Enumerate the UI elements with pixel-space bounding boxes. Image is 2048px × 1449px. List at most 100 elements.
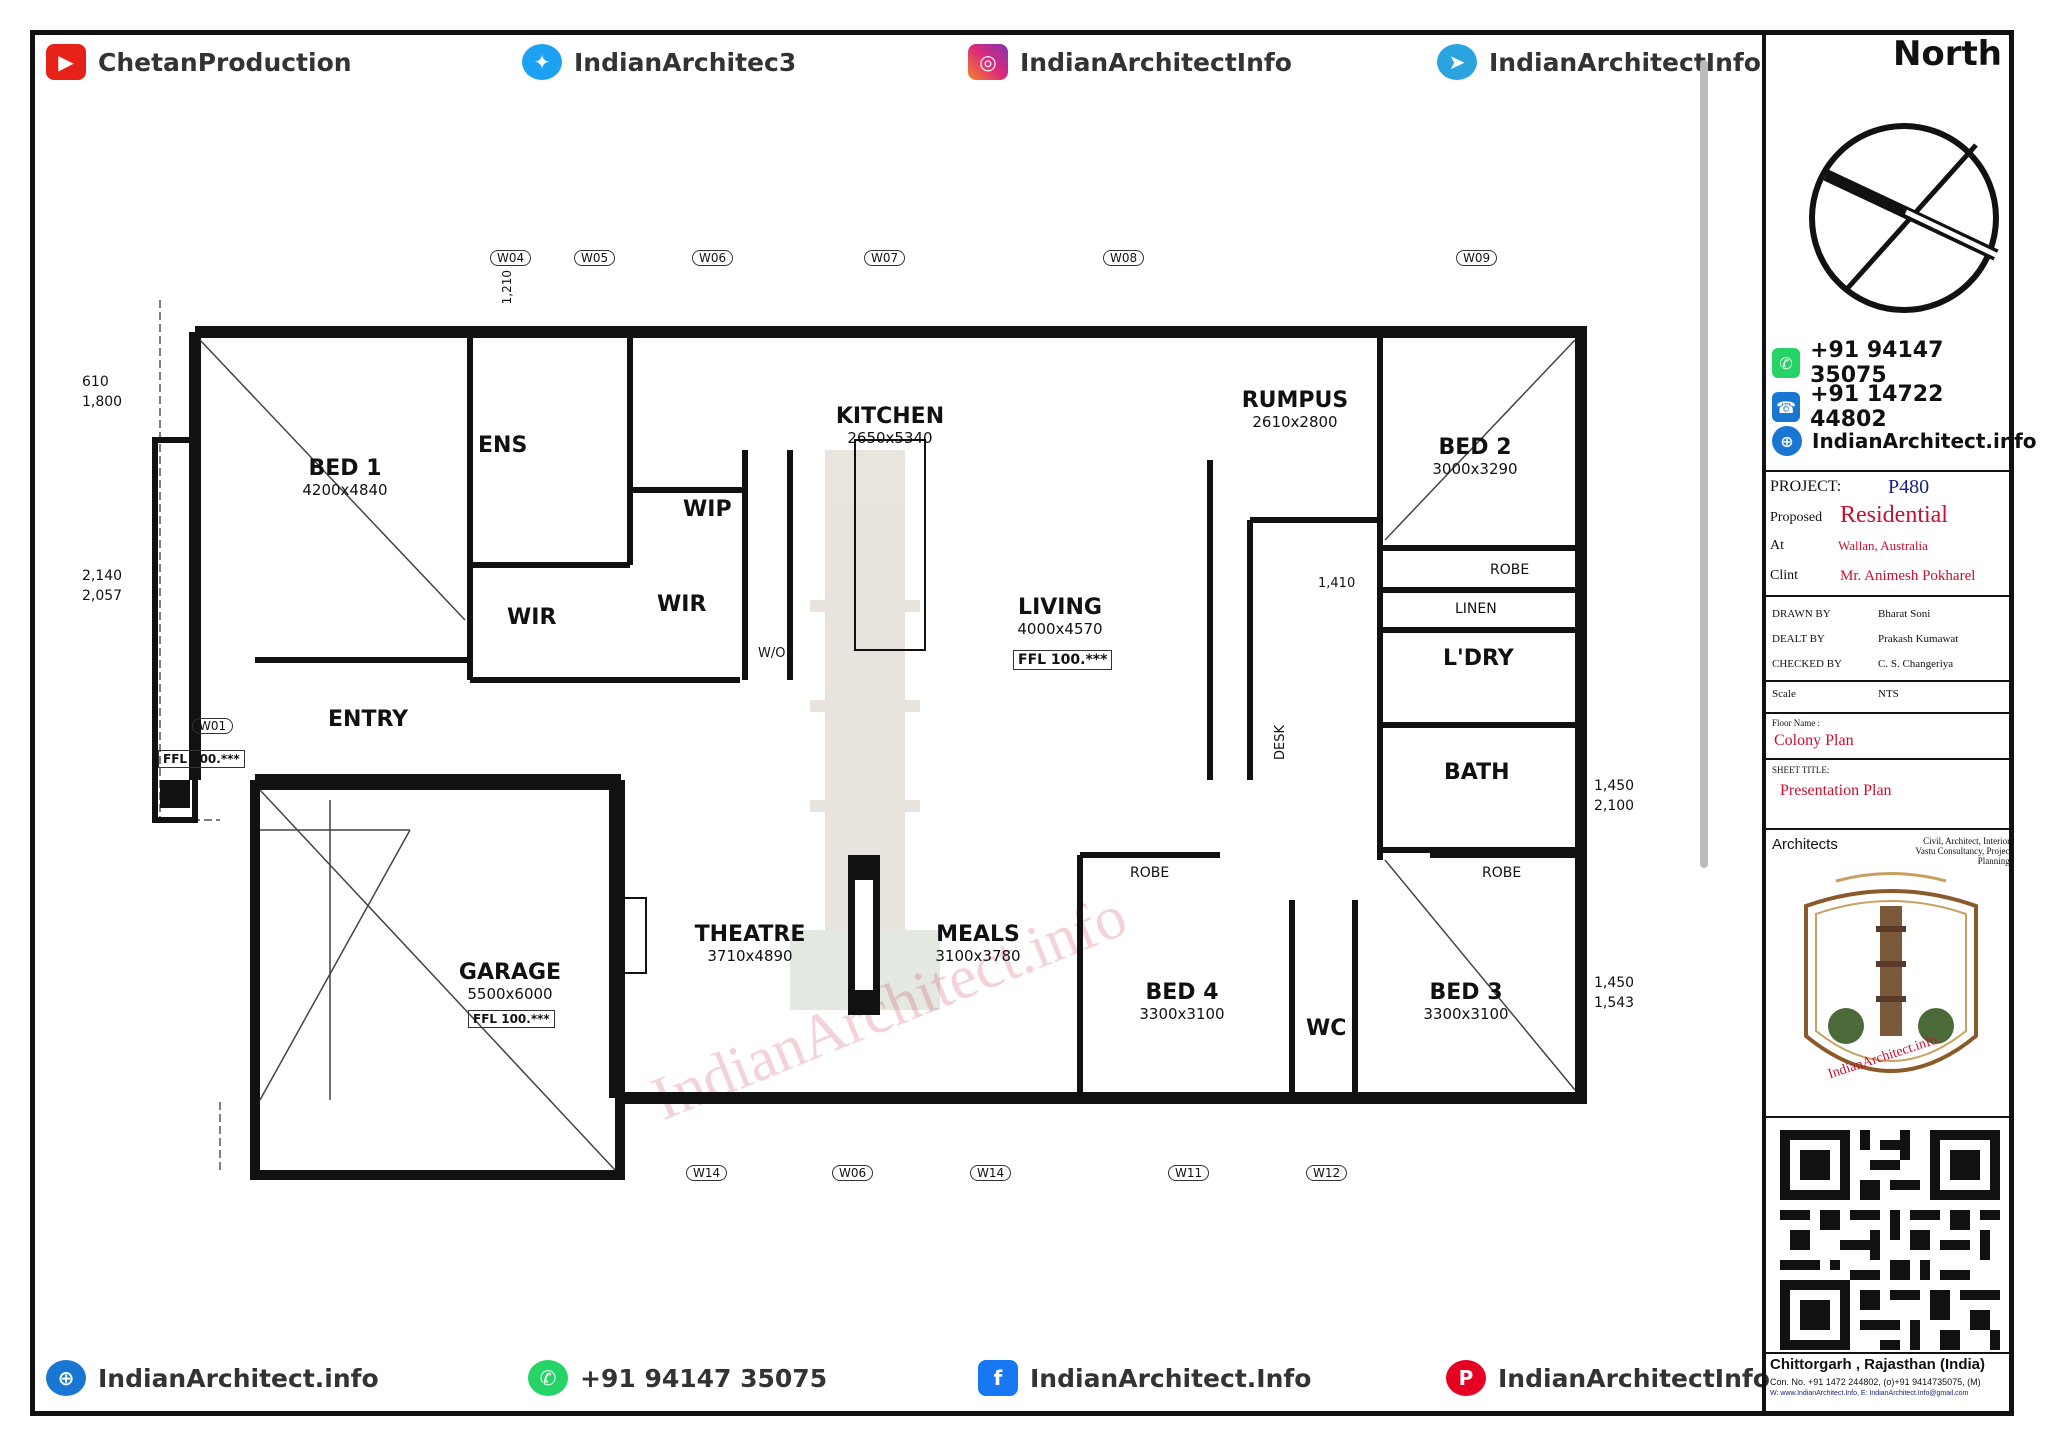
social-whatsapp[interactable]: ✆ +91 94147 35075 — [528, 1360, 827, 1396]
social-facebook[interactable]: f IndianArchitect.Info — [978, 1360, 1311, 1396]
room-wo: W/O — [758, 646, 786, 661]
inner-walls — [255, 332, 1581, 1098]
fireplace — [617, 897, 647, 974]
scale-value: NTS — [1878, 688, 1899, 700]
room-wc: WC — [1306, 1016, 1347, 1041]
scale-label: Scale — [1772, 688, 1796, 700]
window-tag: W14 — [970, 1165, 1012, 1181]
room-bed2: BED 2 3000x3290 — [1432, 435, 1518, 478]
room-robe-3: ROBE — [1482, 865, 1522, 881]
project-label: PROJECT: — [1770, 478, 1842, 495]
client-label: Clint — [1770, 568, 1799, 583]
contact-phone[interactable]: ☎ +91 14722 44802 — [1772, 382, 2014, 432]
column-block — [160, 780, 190, 808]
checked-by-label: CHECKED BY — [1772, 658, 1842, 670]
contact-numbers: Con. No. +91 1472 244802, (o)+91 9414735… — [1770, 1377, 1981, 1387]
title-block: North ✆ +91 94147 35075 ☎ +91 14722 4480… — [1762, 30, 2037, 1416]
divider — [1766, 1352, 2014, 1354]
client-value: Mr. Animesh Pokharel — [1840, 568, 1976, 584]
room-bed1: BED 1 4200x4840 — [302, 456, 388, 499]
facebook-icon: f — [978, 1360, 1018, 1396]
window-tag: W12 — [1306, 1165, 1348, 1181]
at-label: At — [1770, 538, 1784, 553]
social-twitter[interactable]: ✦ IndianArchitec3 — [522, 44, 796, 80]
telegram-icon: ➤ — [1437, 44, 1477, 80]
social-instagram[interactable]: ◎ IndianArchitectInfo — [968, 44, 1292, 80]
room-meals: MEALS 3100x3780 — [935, 922, 1021, 965]
contact-website[interactable]: ⊕ IndianArchitect.info — [1772, 426, 2037, 456]
floor-plan: IndianArchitect.info — [152, 300, 1587, 1180]
room-wip: WIP — [683, 497, 732, 522]
room-bed3: BED 3 3300x3100 — [1423, 980, 1509, 1023]
phone-icon: ☎ — [1772, 392, 1801, 422]
ffl-tag-garage: FFL 100.*** — [468, 1010, 555, 1028]
window-tag: W06 — [832, 1165, 874, 1181]
room-bed4: BED 4 3300x3100 — [1139, 980, 1225, 1023]
room-entry: ENTRY — [328, 707, 409, 732]
room-ldry: L'DRY — [1443, 646, 1514, 671]
architect-badge-logo — [1804, 872, 1978, 1073]
youtube-icon: ▶ — [46, 44, 86, 80]
window-tag: W14 — [686, 1165, 728, 1181]
ffl-tag-living: FFL 100.*** — [1013, 650, 1113, 670]
proposed-label: Proposed — [1770, 510, 1823, 525]
room-robe-4: ROBE — [1130, 865, 1170, 881]
north-compass-icon — [1809, 123, 1999, 313]
window-tag: W11 — [1168, 1165, 1210, 1181]
floor-name-value: Colony Plan — [1774, 732, 1854, 749]
room-garage: GARAGE 5500x6000 — [458, 960, 562, 1003]
window-dim: 1,800 — [82, 394, 123, 410]
room-living: LIVING 4000x4570 — [1017, 595, 1103, 638]
divider — [1766, 828, 2014, 830]
instagram-icon: ◎ — [968, 44, 1008, 80]
room-wir-1: WIR — [507, 605, 557, 630]
garage-walls — [250, 780, 625, 1180]
window-tag: W07 — [864, 250, 906, 266]
dealt-by-label: DEALT BY — [1772, 633, 1825, 645]
room-linen: LINEN — [1455, 601, 1497, 617]
room-robe-2: ROBE — [1490, 562, 1530, 578]
city-label: Chittorgarh , Rajasthan (India) — [1770, 1356, 1986, 1373]
social-telegram[interactable]: ➤ IndianArchitectInfo — [1437, 44, 1761, 80]
window-dim: 1,543 — [1594, 995, 1635, 1011]
ffl-tag-entry: FFL 100.*** — [158, 750, 245, 768]
floor-name-label: Floor Name : — [1772, 718, 1820, 728]
sheet-title-value: Presentation Plan — [1780, 782, 1892, 799]
social-youtube[interactable]: ▶ ChetanProduction — [46, 44, 352, 80]
room-bath: BATH — [1444, 760, 1510, 785]
dim-label: 1,410 — [1318, 576, 1356, 591]
window-dim: 2,100 — [1594, 798, 1635, 814]
social-pinterest[interactable]: P IndianArchitectInfo — [1446, 1360, 1770, 1396]
kitchen-island — [854, 439, 926, 651]
window-tag: W01 — [192, 718, 234, 734]
drawn-by-label: DRAWN BY — [1772, 608, 1831, 620]
whatsapp-icon: ✆ — [528, 1360, 568, 1396]
window-dim: 1,450 — [1594, 778, 1635, 794]
window-dim: 2,057 — [82, 588, 123, 604]
divider — [1766, 595, 2014, 597]
web-email: W: www.IndianArchitect.Info, E: IndianAr… — [1770, 1390, 1969, 1397]
pinterest-icon: P — [1446, 1360, 1486, 1396]
globe-icon: ⊕ — [46, 1360, 86, 1396]
twitter-icon: ✦ — [522, 44, 562, 80]
window-dim: 610 — [82, 374, 109, 390]
room-theatre: THEATRE 3710x4890 — [694, 922, 806, 965]
room-wir-2: WIR — [657, 592, 707, 617]
scrollbar[interactable] — [1700, 60, 1708, 868]
social-website[interactable]: ⊕ IndianArchitect.info — [46, 1360, 379, 1396]
room-diagonals — [199, 339, 1576, 1171]
window-tag: W06 — [692, 250, 734, 266]
qr-code[interactable] — [1780, 1130, 2000, 1350]
drawn-by-value: Bharat Soni — [1878, 608, 1931, 620]
room-ens: ENS — [478, 433, 528, 458]
dealt-by-value: Prakash Kumawat — [1878, 633, 1959, 645]
divider — [1766, 680, 2014, 682]
window-tag: W05 — [574, 250, 616, 266]
contact-whatsapp[interactable]: ✆ +91 94147 35075 — [1772, 338, 2014, 388]
room-kitchen: KITCHEN 2650x5340 — [835, 404, 945, 447]
window-tag: W09 — [1456, 250, 1498, 266]
at-value: Wallan, Australia — [1838, 538, 1928, 553]
divider — [1766, 1116, 2014, 1118]
north-label: North — [1892, 34, 2002, 74]
divider — [1766, 712, 2014, 714]
